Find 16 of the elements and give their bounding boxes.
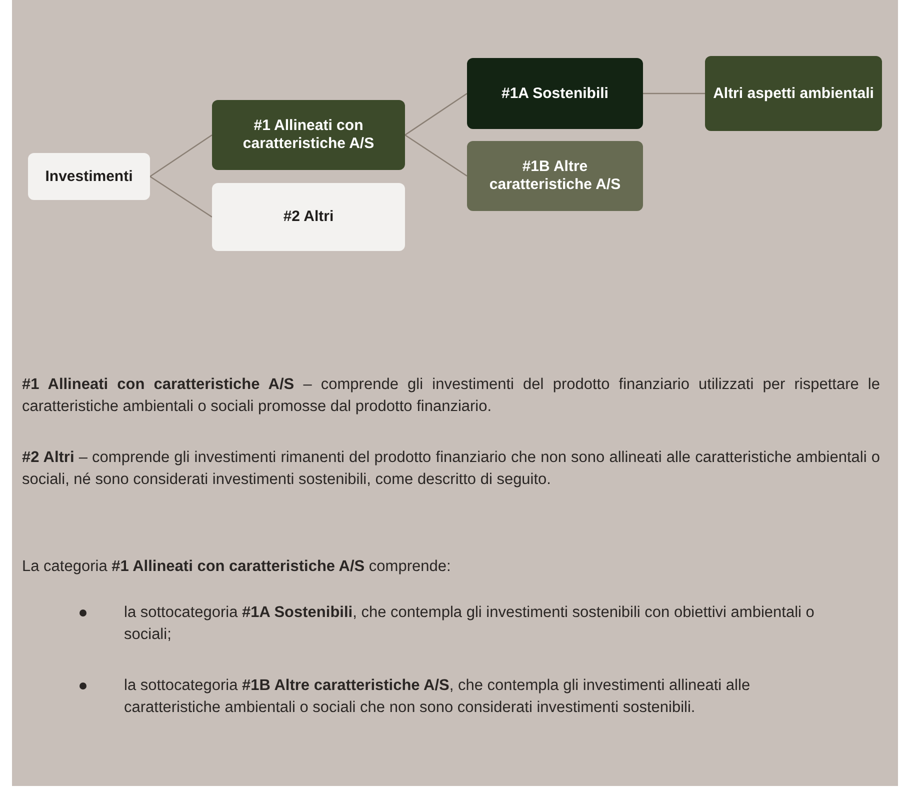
root-box: Investimenti (28, 153, 150, 200)
connector-line (404, 92, 468, 136)
paragraph: #2 Altri – comprende gli investimenti rimanenti del prodotto finanziario che non sono allineati alle caratteristiche ambientali o sociali, né sono considerati investimenti sostenibili, come descritto di seguito. (22, 448, 880, 490)
bullet-text: la sottocategoria #1A Sostenibili, che contempla gli investimenti sostenibili con obiettivi ambientali o sociali; (124, 603, 816, 645)
paragraph: #1 Allineati con caratteristiche A/S – comprende gli investimenti del prodotto finanziario utilizzati per rispettare le caratteristiche ambientali o sociali promosse dal prodotto finanziario. (22, 375, 880, 417)
connector-line (150, 134, 212, 178)
category-box: #1 Allineati con caratteristiche A/S (212, 100, 405, 170)
detail-box: Altri aspetti ambientali (705, 56, 882, 131)
subcategory-box: #1B Altre caratteristiche A/S (467, 141, 643, 211)
paragraph: La categoria #1 Allineati con caratteristiche A/S comprende: (22, 557, 452, 577)
category-box: #2 Altri (212, 183, 405, 251)
bullet-text: la sottocategoria #1B Altre caratteristiche A/S, che contempla gli investimenti allineati alle caratteristiche ambientali o sociali che non sono considerati investimenti sostenibili. (124, 676, 752, 718)
subcategory-box: #1A Sostenibili (467, 58, 643, 129)
connector-line (150, 176, 212, 218)
connector-line (404, 134, 468, 177)
connector-line (643, 92, 705, 94)
